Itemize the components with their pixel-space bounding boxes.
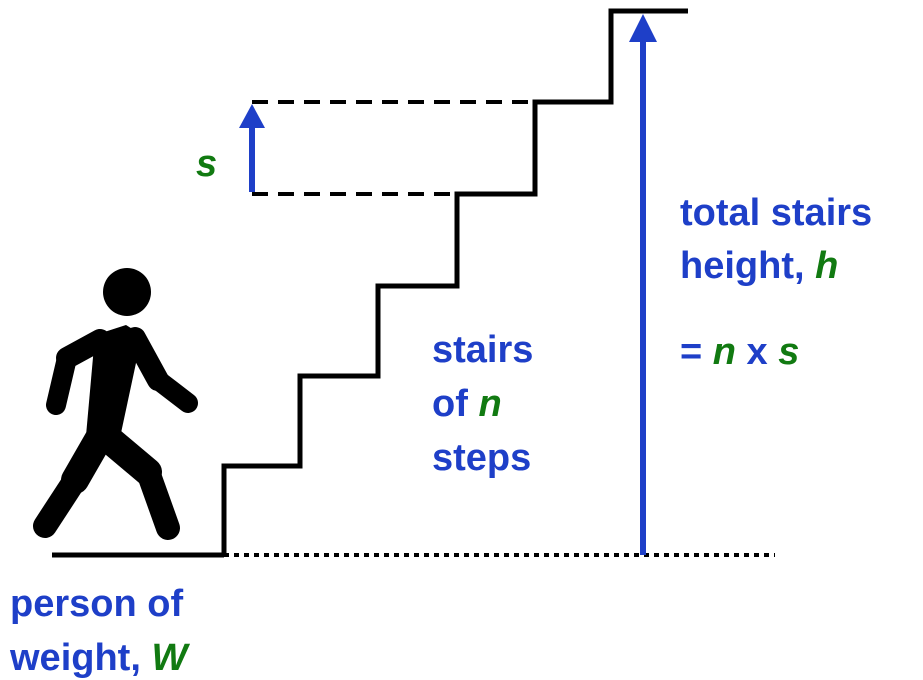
formula-n-var: n (713, 331, 736, 373)
height-label-line1: total stairs (680, 192, 872, 234)
height-label-line2: height, h (680, 245, 838, 287)
stairs-label-line2: of n (432, 383, 502, 425)
steps-count-var: n (478, 383, 501, 425)
total-height-arrowhead (629, 14, 657, 42)
formula-s-var: s (778, 331, 799, 373)
step-height-arrowhead (239, 104, 265, 128)
svg-text:s: s (196, 143, 217, 185)
staircase-steps (221, 8, 688, 555)
stairs-label-line1: stairs (432, 329, 533, 371)
person-label-line2: weight, W (9, 637, 190, 679)
weight-var: W (151, 637, 190, 679)
height-formula: = n x s (680, 331, 799, 373)
walking-person-icon (33, 268, 198, 540)
stairs-label-line3: steps (432, 437, 531, 479)
height-var: h (815, 245, 838, 287)
person-label-line1: person of (10, 583, 183, 625)
step-height-label: s (196, 143, 217, 185)
